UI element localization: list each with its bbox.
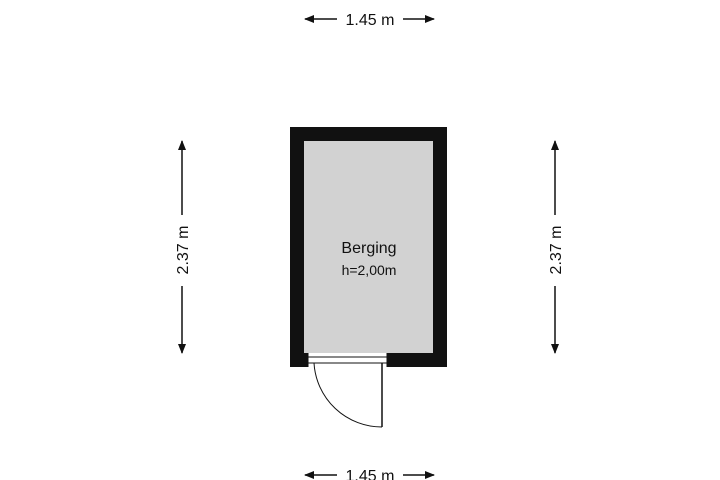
bottom-dimension: 1.45 m — [304, 468, 435, 480]
bottom-dimension-label: 1.45 m — [346, 468, 395, 480]
room-name: Berging — [341, 240, 396, 257]
room-walls — [290, 127, 447, 367]
door-swing-arc — [313, 362, 383, 428]
top-dimension: 1.45 m — [304, 12, 435, 29]
door-opening — [308, 353, 387, 367]
door-swing — [313, 362, 383, 428]
room-height: h=2,00m — [342, 262, 397, 278]
right-dimension: 2.37 m — [548, 140, 565, 354]
room-floor — [304, 141, 433, 353]
top-dimension-label: 1.45 m — [346, 12, 395, 29]
left-dimension-label: 2.37 m — [175, 226, 192, 275]
left-dimension: 2.37 m — [175, 140, 192, 354]
right-dimension-label: 2.37 m — [548, 226, 565, 275]
